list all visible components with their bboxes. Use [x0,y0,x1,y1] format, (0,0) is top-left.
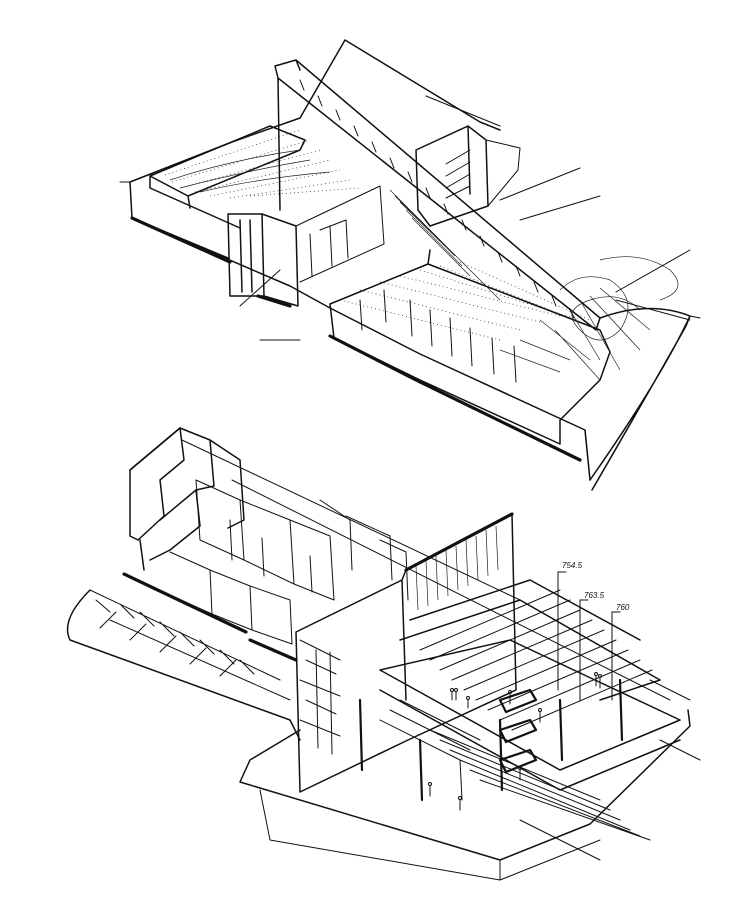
level-label-2: 763.5 [584,591,605,600]
bottom-shelving-rows [379,589,653,841]
level-label-1: 754.5 [562,561,583,570]
bottom-wall-hatch [415,525,499,611]
top-vegetation-scribble [499,256,679,381]
bottom-floor-slabs [379,579,681,791]
top-louvers [445,149,471,199]
top-right-block [415,125,489,227]
bottom-lower-footprint [259,789,601,881]
top-left-courtyard [149,125,306,229]
top-roof-fins [299,79,575,319]
top-right-wing [425,95,521,207]
bottom-axonometric-sketch: 754.5 763.5 760 [66,427,701,881]
level-label-3: 760 [616,603,630,612]
top-mid-wall [295,185,385,283]
bottom-wall-top-edge [404,512,514,572]
top-right-columns [359,289,517,383]
top-long-roof [274,59,601,331]
bottom-spiral-stair [498,688,538,774]
bottom-internal-walls [169,479,409,645]
bottom-columns [358,678,624,802]
top-base-edge-bold [130,216,582,462]
top-stair-scribble [389,189,501,301]
top-right-courtyard [329,249,611,445]
top-left-gravel-texture [164,129,361,199]
top-axonometric-sketch [119,39,701,491]
bottom-human-figures [428,672,602,811]
bottom-stair-tower [299,639,341,755]
bottom-stepped-walls [129,427,245,571]
top-projection-lines [119,167,701,341]
bottom-projection-lines [181,439,701,861]
top-curved-edge [589,307,691,491]
bottom-bold-baseline [122,572,298,662]
top-base-outline [129,39,591,481]
top-tower-block [227,213,299,307]
bottom-parking-bays [89,589,291,701]
bottom-level-leaders [557,571,621,701]
